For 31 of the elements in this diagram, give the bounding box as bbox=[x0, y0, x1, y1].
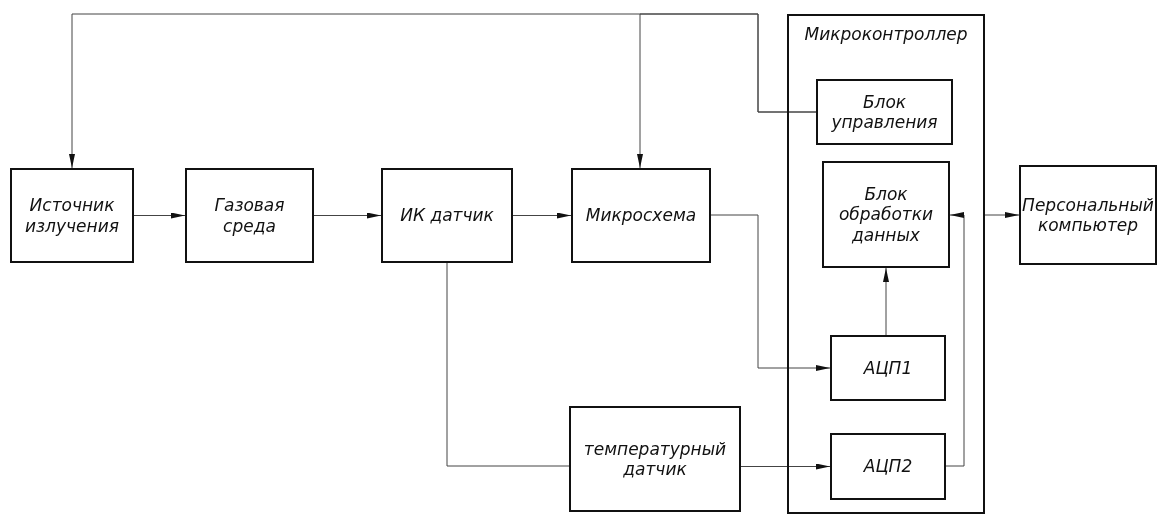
block-label: Блок управления bbox=[830, 91, 939, 133]
block-box bbox=[569, 406, 741, 512]
block-box bbox=[10, 168, 134, 263]
connector-arrow bbox=[984, 212, 1020, 218]
block-box bbox=[816, 79, 953, 145]
block-label: ИК датчик bbox=[400, 205, 494, 226]
block-label: АЦП2 bbox=[863, 456, 913, 477]
connector-arrow bbox=[313, 212, 382, 219]
connector-arrow bbox=[512, 212, 572, 219]
block-label: АЦП1 bbox=[863, 357, 913, 379]
microcontroller-frame bbox=[787, 14, 985, 514]
connector-arrow bbox=[710, 214, 831, 371]
block-box bbox=[1019, 165, 1157, 265]
block-label: Персональный компьютер bbox=[1022, 194, 1154, 236]
block-box bbox=[571, 168, 711, 263]
block-label: Блок обработки данных bbox=[837, 183, 935, 246]
block-box bbox=[830, 335, 946, 401]
block-box bbox=[381, 168, 513, 263]
connector-arrow bbox=[945, 212, 965, 467]
block-label: Источник излучения bbox=[24, 195, 120, 236]
block-box bbox=[822, 161, 950, 268]
block-label: Микросхема bbox=[585, 205, 697, 226]
block-box bbox=[830, 433, 946, 500]
block-label: Газовая среда bbox=[213, 195, 286, 236]
connector-arrow bbox=[740, 463, 831, 470]
connector-arrow bbox=[637, 13, 817, 169]
block-box bbox=[185, 168, 314, 263]
block-label: температурный датчик bbox=[582, 438, 728, 480]
connector-arrow bbox=[883, 267, 889, 336]
connector-arrow bbox=[133, 212, 186, 219]
frame-title: Микроконтроллер bbox=[804, 24, 968, 45]
